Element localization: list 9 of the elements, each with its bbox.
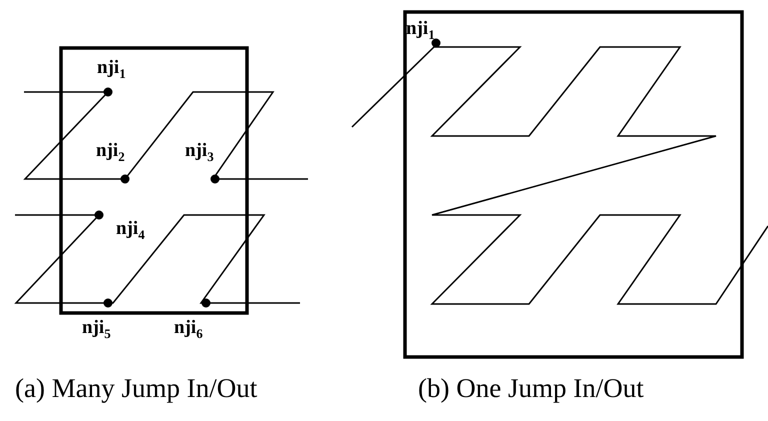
panel-caption: (a) Many Jump In/Out: [15, 375, 258, 402]
panel-caption: (b) One Jump In/Out: [418, 375, 644, 402]
point-label: nji$_{5}$: [82, 318, 111, 337]
point-label: nji$_{3}$: [185, 141, 214, 160]
point-label: nji$_{2}$: [96, 141, 125, 160]
point-label: nji$_{6}$: [174, 318, 203, 337]
point-label: nji$_{4}$: [116, 219, 145, 238]
point-label: nji$_{1}$: [406, 19, 435, 38]
point-label: nji$_{1}$: [97, 58, 126, 77]
